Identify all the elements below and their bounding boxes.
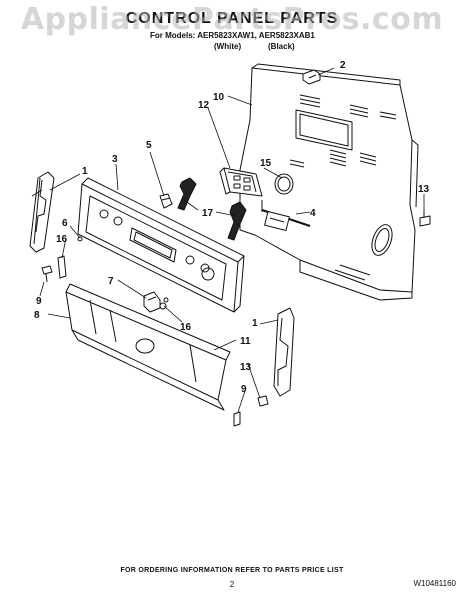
callout-2: 2 — [340, 60, 346, 71]
callout-16: 16 — [180, 322, 192, 333]
model-info: For Models: AER5823XAW1, AER5823XAB1 (Wh… — [150, 31, 315, 51]
callout-7: 7 — [108, 276, 114, 287]
clip-part — [302, 69, 321, 85]
leader-lines — [31, 67, 425, 413]
side-trim-left — [29, 171, 55, 253]
document-number: W10481160 — [413, 579, 456, 588]
callout-1-right: 1 — [252, 318, 258, 329]
model-black: AER5823XAB1 — [258, 31, 315, 40]
callout-12: 12 — [198, 100, 210, 111]
callout-4: 4 — [310, 208, 316, 219]
ordering-footer: FOR ORDERING INFORMATION REFER TO PARTS … — [120, 567, 344, 574]
screw-9-lower — [233, 411, 241, 427]
callout-14: 16 — [56, 234, 68, 245]
screw-9-left — [41, 265, 53, 283]
wire-harness — [261, 200, 311, 231]
screw-13-lower — [257, 395, 269, 407]
rear-panel — [239, 63, 419, 301]
screw-13-upper — [419, 210, 431, 227]
models-prefix: For Models: — [150, 31, 196, 40]
round-knob-part — [274, 173, 294, 195]
page-number: 2 — [229, 580, 235, 589]
callout-10: 10 — [213, 92, 225, 103]
control-board — [219, 167, 263, 197]
control-panel-front — [77, 177, 245, 313]
knob-7 — [143, 291, 161, 313]
callout-3: 3 — [112, 154, 118, 165]
screw-16 — [159, 297, 169, 310]
callout-9-lower: 9 — [241, 384, 247, 395]
callout-9-left: 9 — [36, 296, 42, 307]
bracket-14 — [57, 255, 67, 279]
callout-13-upper: 13 — [418, 184, 430, 195]
callout-13-lower: 13 — [240, 362, 252, 373]
callouts: 2 10 12 3 5 15 4 17 1 6 16 9 7 16 8 11 1… — [34, 60, 430, 395]
screw-5 — [159, 193, 173, 209]
page-title: CONTROL PANEL PARTS — [125, 10, 339, 27]
callout-17: 17 — [202, 208, 214, 219]
model-white-label: (White) — [214, 42, 242, 51]
callout-15: 15 — [260, 158, 272, 169]
side-trim-right — [273, 307, 295, 397]
callout-8: 8 — [34, 310, 40, 321]
model-black-label: (Black) — [268, 42, 295, 51]
callout-6: 6 — [62, 218, 68, 229]
model-white: AER5823XAW1 — [197, 31, 255, 40]
callout-1-left: 1 — [82, 166, 88, 177]
callout-11: 11 — [240, 336, 251, 347]
screw-6 — [77, 236, 83, 242]
callout-5: 5 — [146, 140, 152, 151]
lower-trim — [65, 283, 231, 411]
